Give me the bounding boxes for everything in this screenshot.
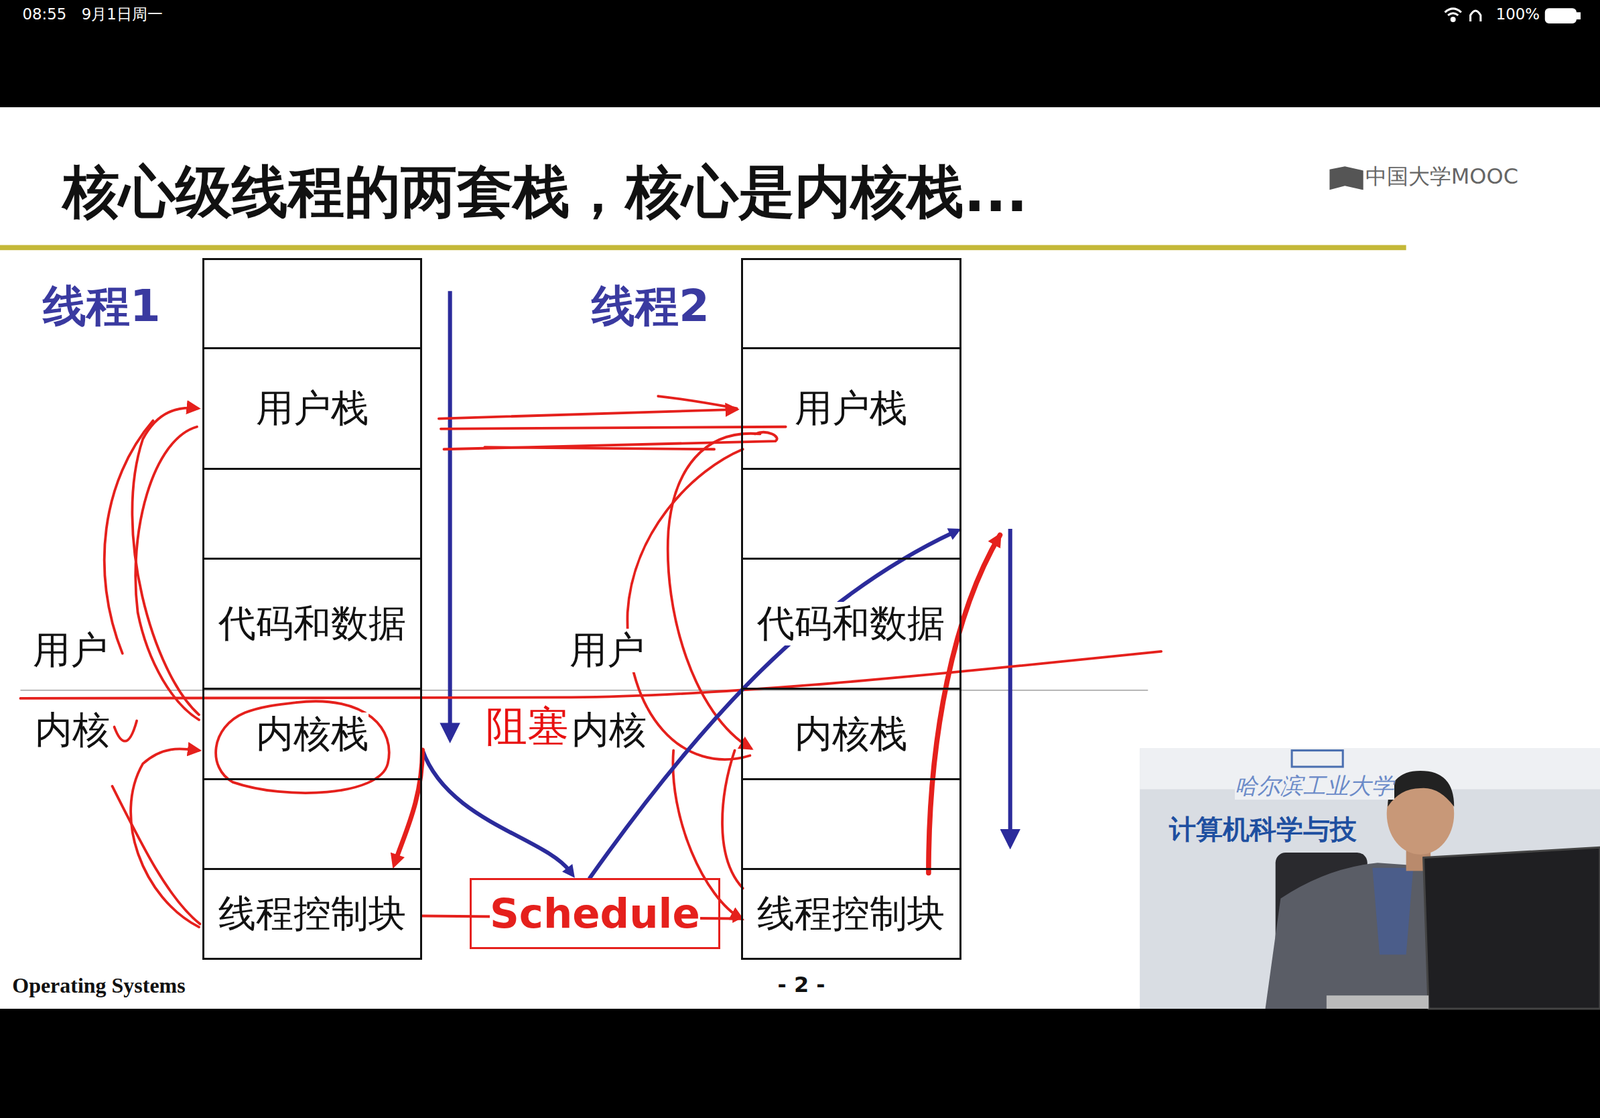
handwritten-arrow: [438, 409, 738, 419]
text-label: 内核: [571, 708, 647, 752]
handwritten-arrow: [104, 420, 154, 654]
handwritten-line: [657, 395, 737, 409]
battery-icon: [1545, 9, 1576, 23]
handwritten-line: [440, 426, 786, 429]
text-label: - 2 -: [777, 972, 825, 997]
connector-line: [395, 749, 423, 859]
row-separator: [202, 867, 423, 870]
headphone-icon: [1470, 10, 1481, 22]
cell-label: 代码和数据: [218, 601, 407, 646]
row-separator: [202, 687, 423, 690]
text-label: 哈尔滨工业大学: [1234, 773, 1395, 800]
cell-label: 线程控制块: [757, 891, 945, 936]
cell-label: 用户栈: [255, 386, 369, 431]
connector-line: [422, 749, 570, 872]
handwritten-line: [484, 446, 715, 449]
row-separator: [741, 777, 962, 780]
cell-label: 代码和数据: [757, 601, 945, 646]
stack-cell: 线程控制块: [202, 868, 423, 960]
person-hair: [1387, 770, 1454, 807]
monitor: [1423, 846, 1600, 1009]
text-label: 用户: [32, 628, 108, 673]
schedule-box: Schedule: [469, 877, 721, 950]
connector: [589, 527, 961, 878]
connector-line: [589, 531, 954, 878]
handwritten-line: [443, 432, 777, 449]
wifi-icon: [1451, 18, 1455, 22]
text-label: 内核: [34, 708, 110, 752]
schedule-label: Schedule: [489, 889, 701, 937]
title-rule: [0, 245, 1407, 251]
mooc-logo-icon: [1329, 166, 1363, 190]
handwritten-arrow: [112, 785, 201, 924]
school-emblem: [1291, 750, 1343, 767]
stack-cell: 内核栈: [202, 688, 423, 779]
stack-cell: 内核栈: [741, 688, 962, 779]
handwritten-arrow: [928, 534, 1001, 873]
text-label: 阻塞: [485, 702, 569, 751]
arrow-head: [390, 852, 405, 869]
text-label: 08:55: [22, 5, 68, 23]
row-separator: [741, 557, 962, 560]
text-label: 用户: [569, 628, 645, 673]
blue-arrow: [448, 290, 453, 740]
arrow-head: [732, 913, 741, 923]
stack-cell: 用户栈: [202, 347, 423, 469]
row-separator: [741, 347, 962, 350]
cell-label: 内核栈: [794, 712, 908, 756]
cell-label: 用户栈: [794, 386, 908, 431]
handwritten-arrow: [668, 433, 761, 749]
row-separator: [741, 867, 962, 870]
text-label: 100%: [1496, 5, 1540, 23]
thread-heading: 线程2: [591, 280, 710, 331]
handwritten-arrow: [135, 426, 199, 720]
red-annotations: [20, 395, 1162, 927]
row-separator: [202, 557, 423, 560]
stack-cell: 代码和数据: [741, 558, 962, 689]
arrow-head: [947, 527, 962, 540]
row-separator: [202, 467, 423, 470]
wifi-icon: [1445, 8, 1462, 13]
mode-separator: [20, 689, 1148, 691]
text-label: 9月1日周一: [81, 5, 163, 23]
text-label: 中国大学MOOC: [1365, 164, 1519, 189]
row-separator: [202, 777, 423, 780]
row-separator: [202, 347, 423, 350]
video-overlay: [1139, 748, 1600, 1009]
stack-cell: 线程控制块: [741, 868, 962, 960]
handwritten-line: [722, 750, 744, 889]
blue-arrow: [1008, 528, 1013, 845]
text-label: Operating Systems: [12, 973, 185, 999]
thread-column: 线程2用户栈代码和数据内核栈线程控制块: [741, 257, 962, 959]
connector: [390, 749, 423, 869]
connector: [422, 749, 575, 878]
thread-heading: 线程1: [42, 280, 161, 331]
row-separator: [741, 467, 962, 470]
cell-label: 内核栈: [255, 712, 369, 756]
slide-title: 核心级线程的两套栈，核心是内核栈...: [62, 159, 1028, 224]
handwritten-arrow: [130, 748, 199, 927]
text-label: 计算机科学与技: [1169, 814, 1357, 845]
handwritten-mark: [114, 720, 138, 741]
keyboard: [1326, 994, 1429, 1009]
wifi-icon: [1447, 13, 1458, 16]
video-background: [1139, 748, 1600, 1009]
cell-label: 线程控制块: [218, 891, 407, 936]
arrow-head: [562, 863, 575, 878]
row-separator: [741, 687, 962, 690]
stack-cell: 代码和数据: [202, 558, 423, 689]
person-shirt: [1372, 867, 1414, 955]
stack-cell: 用户栈: [741, 347, 962, 469]
battery-icon: [1577, 13, 1580, 19]
thread-column: 线程1用户栈代码和数据内核栈线程控制块: [202, 257, 423, 959]
